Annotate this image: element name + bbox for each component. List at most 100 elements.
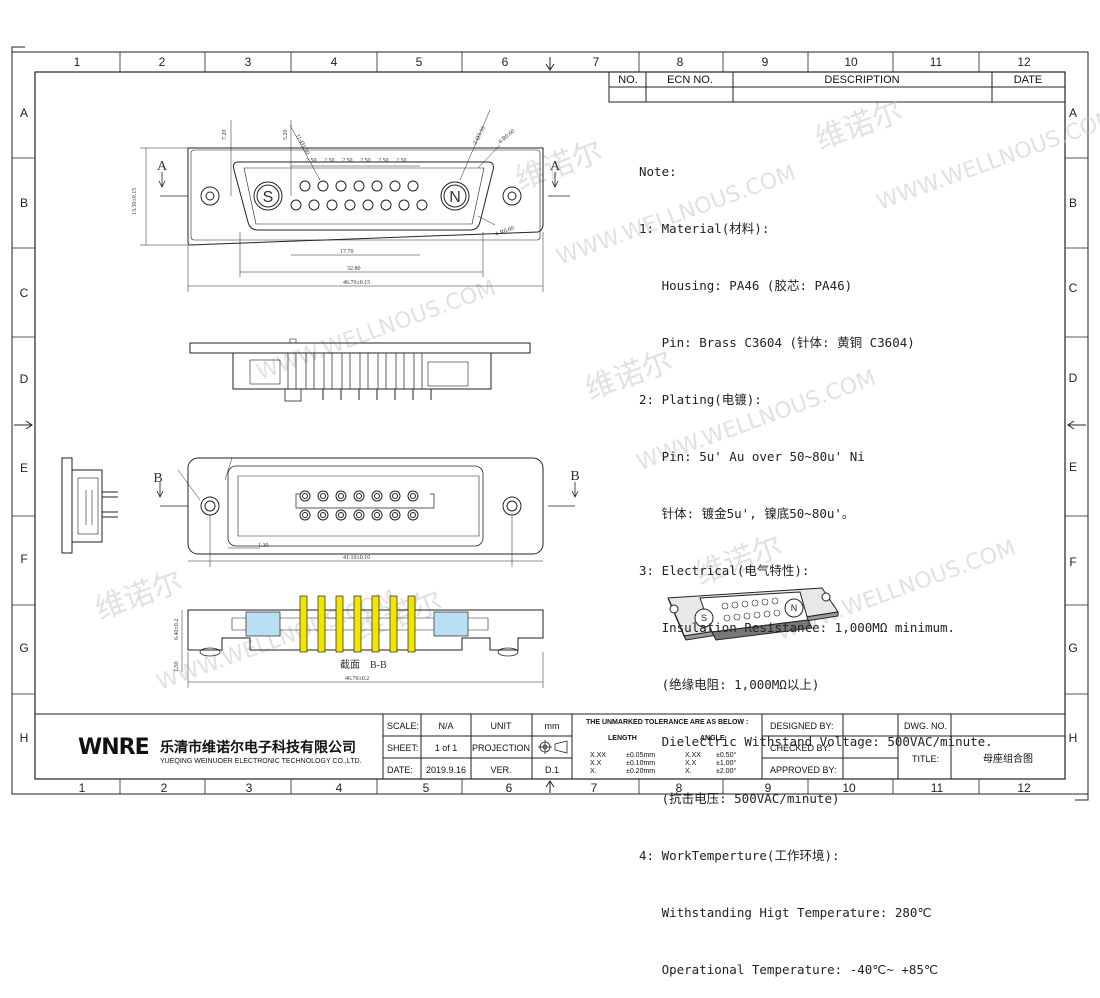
col-label-3-bottom: 3 <box>246 781 253 795</box>
iso-view <box>667 587 839 641</box>
col-label-7-bottom: 7 <box>591 781 598 795</box>
dim-radius-top: 4-R0.60 <box>497 128 516 145</box>
iso-s-label: S <box>701 613 707 623</box>
notes-panel: Note: 1: Material(材料): Housing: PA46 (胶芯… <box>639 124 1059 998</box>
date-label: DATE: <box>387 765 413 775</box>
row-label-a-right: A <box>1069 106 1077 120</box>
rear-flange <box>187 457 544 555</box>
dim-pin-dia: 11-Ø1.50 <box>294 133 310 156</box>
dim-radius-bottom: 4-R0.60 <box>495 226 515 238</box>
tol-r3-c3: X. <box>685 768 692 775</box>
section-a-left: A <box>157 159 168 174</box>
drawing-sheet: 1 2 3 4 5 6 7 8 9 10 11 12 1 2 3 4 5 6 7… <box>11 46 1100 801</box>
row-label-c: C <box>20 286 29 300</box>
title-label: TITLE: <box>912 754 939 764</box>
col-label-1: 1 <box>74 55 81 69</box>
rev-date-header: DATE <box>1014 74 1043 86</box>
watermark-cn-4: 维诺尔 <box>91 564 188 628</box>
row-label-g-right: G <box>1068 641 1077 655</box>
tol-r3-c2: ±0.20mm <box>626 768 655 775</box>
front-view <box>140 109 570 292</box>
col-label-7: 7 <box>593 55 600 69</box>
unit-value: mm <box>545 721 560 731</box>
section-insert-left <box>245 611 281 637</box>
row-label-f: F <box>20 552 27 566</box>
col-label-6-bottom: 6 <box>506 781 513 795</box>
col-label-11: 11 <box>930 55 943 69</box>
sheet-label: SHEET: <box>387 743 419 753</box>
coax-n-label: N <box>449 189 461 206</box>
coax-s-outer <box>253 181 283 211</box>
company-logo: WNRE 乐清市维诺尔电子科技有限公司 YUEQING WEINUOER ELE… <box>78 735 362 765</box>
tol-r2-c3: X.X <box>685 760 697 767</box>
col-label-4-bottom: 4 <box>336 781 343 795</box>
note-line-5: Pin: 5u' Au over 50~80u' Ni <box>639 449 865 464</box>
tol-r1-c3: X.XX <box>685 752 701 759</box>
tolerance-length-label: LENGTH <box>608 735 637 742</box>
dim-46-70-b: 46.70±0.2 <box>345 676 369 682</box>
note-line-7: 3: Electrical(电气特性): <box>639 563 810 578</box>
note-line-4: 2: Plating(电镀): <box>639 392 762 407</box>
tolerance-title: THE UNMARKED TOLERANCE ARE AS BELOW : <box>586 719 748 726</box>
unit-label: UNIT <box>491 721 512 731</box>
note-line-1: 1: Material(材料): <box>639 221 770 236</box>
note-heading: Note: <box>639 164 677 179</box>
row-label-b: B <box>20 196 28 210</box>
col-label-9-bottom: 9 <box>765 781 772 795</box>
rev-ecn-header: ECN NO. <box>667 74 713 86</box>
col-label-12-bottom: 12 <box>1017 781 1031 795</box>
date-value: 2019.9.16 <box>426 765 466 775</box>
tol-r3-c4: ±2.00° <box>716 767 736 775</box>
dim-2-50-a: 2.50 <box>306 158 317 164</box>
right-mount-hole <box>502 186 522 206</box>
tolerance-angle-label: ANGLE <box>700 735 725 742</box>
approved-by-label: APPROVED BY: <box>770 765 837 775</box>
row-label-g: G <box>19 641 28 655</box>
row-label-h-right: H <box>1069 731 1078 745</box>
col-label-5: 5 <box>416 55 423 69</box>
rear-pins-top-row <box>299 490 419 502</box>
left-mount-hole <box>200 186 220 206</box>
section-b-left: B <box>153 471 162 486</box>
version-label: VER. <box>490 765 511 775</box>
note-line-6: 针体: 镀金5u', 镍底50~80u'。 <box>639 506 855 521</box>
tol-r2-c4: ±1.00° <box>716 759 736 767</box>
iso-n-label: N <box>791 603 798 613</box>
center-arrow-left <box>14 420 33 430</box>
dim-7-20: 7.20 <box>222 130 228 141</box>
rev-no-header: NO. <box>618 74 638 86</box>
scale-label: SCALE: <box>387 721 419 731</box>
projection-label: PROJECTION <box>472 743 530 753</box>
tol-r1-c4: ±0.50° <box>716 751 736 759</box>
watermark-en-3: WWW.WELLNOUS.COM <box>254 276 500 386</box>
rear-pins-bottom-row <box>299 509 419 521</box>
col-label-1-bottom: 1 <box>79 781 86 795</box>
rear-view <box>156 457 579 567</box>
row-label-d: D <box>20 372 29 386</box>
note-line-9: (绝缘电阻: 1,000MΩ以上) <box>639 677 820 692</box>
section-b-right: B <box>570 469 579 484</box>
section-a-right: A <box>550 159 561 174</box>
corner-mark-tl <box>11 46 25 60</box>
outer-border <box>11 51 1089 795</box>
note-line-10: Dielectric Withstand Voltage: 500VAC/min… <box>639 734 993 749</box>
col-label-8: 8 <box>677 55 684 69</box>
note-line-3: Pin: Brass C3604 (针体: 黄铜 C3604) <box>639 335 915 350</box>
center-arrow-bottom <box>545 780 555 793</box>
front-pins-bottom-row <box>290 199 428 211</box>
checked-by-label: CHECKED BY: <box>770 743 831 753</box>
section-outline <box>187 609 544 651</box>
col-label-9: 9 <box>762 55 769 69</box>
dim-2-50-b: 2.50 <box>324 158 335 164</box>
row-label-f-right: F <box>1069 555 1076 569</box>
projection-symbol-icon <box>538 740 568 754</box>
sheet-value: 1 of 1 <box>435 743 458 753</box>
tol-r2-c1: X.X <box>590 760 602 767</box>
dwg-no-label: DWG. NO. <box>904 721 947 731</box>
note-line-8: Insulation Resistance: 1,000MΩ minimum. <box>639 620 956 635</box>
col-label-10-bottom: 10 <box>842 781 856 795</box>
company-name-cn: 乐清市维诺尔电子科技有限公司 <box>160 739 356 756</box>
dim-2-50-c: 2.50 <box>342 158 353 164</box>
coax-n-outer <box>440 181 470 211</box>
row-label-e-right: E <box>1069 460 1077 474</box>
